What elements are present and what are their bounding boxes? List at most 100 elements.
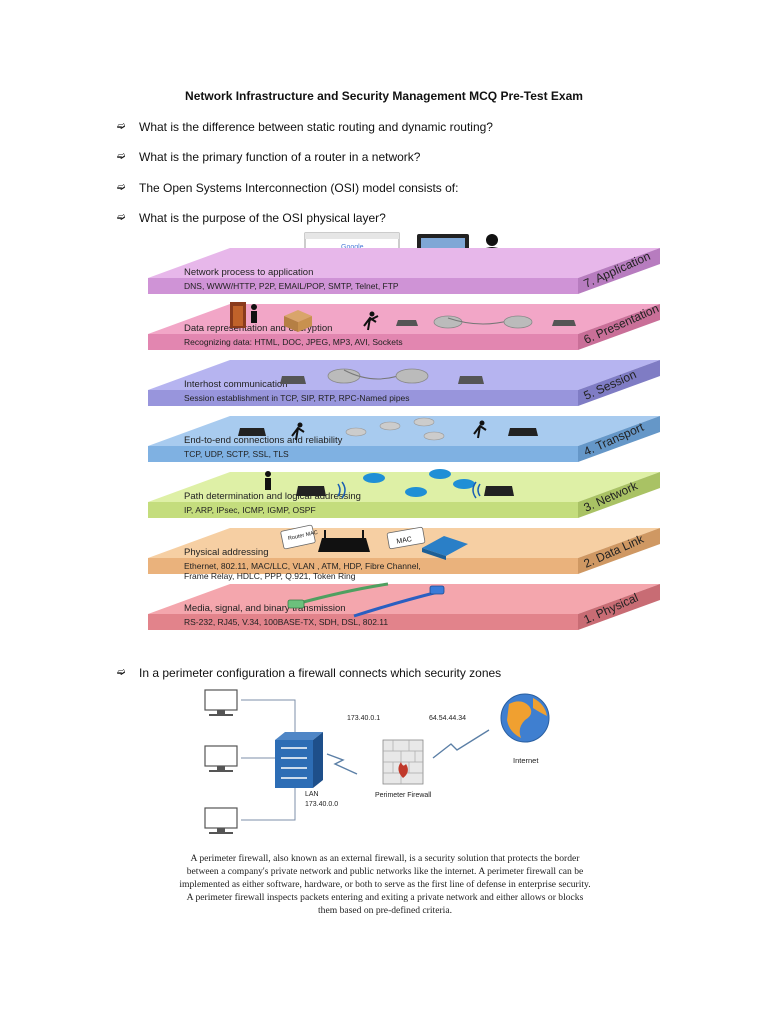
- layer-title: Media, signal, and binary transmission: [184, 603, 346, 614]
- network-switch-icon: [422, 536, 468, 560]
- router-icon: [484, 486, 514, 496]
- layer-title: Network process to application: [184, 267, 313, 278]
- question-text: In a perimeter configuration a firewall …: [139, 666, 502, 680]
- network-switch-icon: [275, 732, 323, 788]
- firewall-icon: [382, 739, 424, 785]
- layer-title: Interhost communication: [184, 379, 288, 390]
- search-logo: Google: [341, 244, 364, 251]
- router-icon: [552, 320, 576, 326]
- running-person-icon: [291, 422, 305, 441]
- mac-tag: MAC: [396, 536, 413, 546]
- router-icon: [458, 376, 484, 384]
- osi-model-diagram: Google Network process to applicationDNS…: [148, 232, 661, 630]
- bullet-arrow-icon: ➫: [117, 182, 126, 193]
- door-exit-icon: [230, 302, 257, 328]
- layer-title: Data representation and encryption: [184, 323, 332, 334]
- layer-protocols: DNS, WWW/HTTP, P2P, EMAIL/POP, SMTP, Tel…: [184, 281, 399, 291]
- question-text: What is the primary function of a router…: [139, 150, 421, 164]
- caption-line: A perimeter firewall inspects packets en…: [186, 892, 584, 903]
- desktop-computer-icon: [204, 745, 238, 772]
- firewall-label: Perimeter Firewall: [375, 792, 432, 799]
- bullet-arrow-icon: ➫: [117, 151, 126, 162]
- router-icon: [296, 486, 326, 496]
- network-devices-illustration: Router MAC MAC: [230, 302, 576, 618]
- layer-side-face: [578, 360, 660, 406]
- layer-front-face: [148, 446, 578, 462]
- running-person-icon: [363, 311, 379, 331]
- layer-front-face: [148, 390, 578, 406]
- wireless-signal-icon: [472, 481, 481, 499]
- globe-icon: [500, 693, 550, 743]
- layer-top-face: [148, 584, 660, 614]
- firewall-inside-ip: 173.40.0.1: [347, 715, 380, 722]
- osi-layer: Media, signal, and binary transmissionRS…: [148, 584, 660, 630]
- bullet-arrow-icon: ➫: [117, 121, 126, 132]
- layer-top-face: [148, 472, 660, 502]
- network-router-disc-icon: [363, 469, 475, 497]
- bullet-arrow-icon: ➫: [117, 667, 126, 678]
- router-icon: [396, 320, 418, 326]
- link-bolt-icon: [326, 753, 358, 775]
- question-text: The Open Systems Interconnection (OSI) m…: [139, 181, 459, 195]
- question-text: What is the difference between static ro…: [139, 120, 493, 134]
- layer-title: End-to-end connections and reliability: [184, 435, 343, 446]
- layer-protocols: RS-232, RJ45, V.34, 100BASE-TX, SDH, DSL…: [184, 617, 388, 627]
- layer-side-face: [578, 472, 660, 518]
- wireless-bridge-icon: [433, 315, 533, 329]
- layer-top-face: [148, 416, 660, 446]
- question-1: ➫ What is the difference between static …: [117, 120, 493, 134]
- router-icon: [508, 428, 538, 436]
- layer-protocols: Frame Relay, HDLC, PPP, Q.921, Token Rin…: [184, 571, 356, 581]
- link-bolt-icon: [432, 729, 490, 759]
- caption-line: them based on pre-defined criteria.: [318, 905, 452, 916]
- layer-front-face: [148, 278, 578, 294]
- question-text: What is the purpose of the OSI physical …: [139, 211, 386, 225]
- user-person-icon: [265, 471, 271, 490]
- ethernet-cable-icon: [287, 582, 445, 618]
- osi-layer: End-to-end connections and reliabilityTC…: [148, 416, 660, 462]
- router-icon: [238, 428, 266, 436]
- osi-layer: Path determination and logical addressin…: [148, 472, 660, 518]
- layer-protocols: Ethernet, 802.11, MAC/LLC, VLAN , ATM, H…: [184, 561, 421, 571]
- question-5: ➫ In a perimeter configuration a firewal…: [117, 666, 501, 680]
- caption-line: implemented as either software, hardware…: [179, 879, 591, 890]
- firewall-description: A perimeter firewall, also known as an e…: [170, 852, 600, 917]
- layer-front-face: [148, 334, 578, 350]
- tag-icon: Router MAC: [280, 524, 318, 550]
- internet-label: Internet: [513, 756, 539, 765]
- osi-layer: Data representation and encryptionRecogn…: [148, 301, 661, 350]
- document-title: Network Infrastructure and Security Mana…: [185, 89, 583, 103]
- desktop-computer-icon: [204, 807, 238, 834]
- router-icon: [318, 530, 370, 552]
- package-box-icon: [284, 310, 312, 332]
- wireless-signal-icon: [337, 481, 346, 499]
- layer-protocols: TCP, UDP, SCTP, SSL, TLS: [184, 449, 289, 459]
- layer-title: Physical addressing: [184, 547, 269, 558]
- layer-front-face: [148, 614, 578, 630]
- network-switch-icon: [345, 417, 445, 441]
- layer-protocols: Session establishment in TCP, SIP, RTP, …: [184, 393, 410, 403]
- question-3: ➫ The Open Systems Interconnection (OSI)…: [117, 181, 458, 195]
- firewall-outside-ip: 64.54.44.34: [429, 715, 466, 722]
- layer-front-face: [148, 558, 578, 574]
- caption-line: A perimeter firewall, also known as an e…: [190, 853, 580, 864]
- layer-side-face: [578, 584, 660, 630]
- layer-top-face: [148, 248, 660, 278]
- layer-side-face: [578, 304, 660, 350]
- lan-label: LAN: [305, 791, 319, 798]
- desktop-computer-icon: [204, 689, 238, 716]
- wireless-bridge-icon: [327, 368, 429, 384]
- router-icon: [280, 376, 306, 384]
- layer-top-face: [148, 304, 660, 334]
- layer-side-face: [578, 528, 660, 574]
- perimeter-firewall-diagram: LAN 173.40.0.0 173.40.0.1 Perimeter Fire…: [204, 689, 550, 834]
- running-person-icon: [473, 420, 487, 439]
- layer-title: Path determination and logical addressin…: [184, 491, 361, 502]
- bullet-arrow-icon: ➫: [117, 212, 126, 223]
- question-4: ➫ What is the purpose of the OSI physica…: [117, 211, 386, 225]
- layer-front-face: [148, 502, 578, 518]
- caption-line: between a company's private network and …: [186, 866, 584, 877]
- connection-lines: [241, 699, 296, 821]
